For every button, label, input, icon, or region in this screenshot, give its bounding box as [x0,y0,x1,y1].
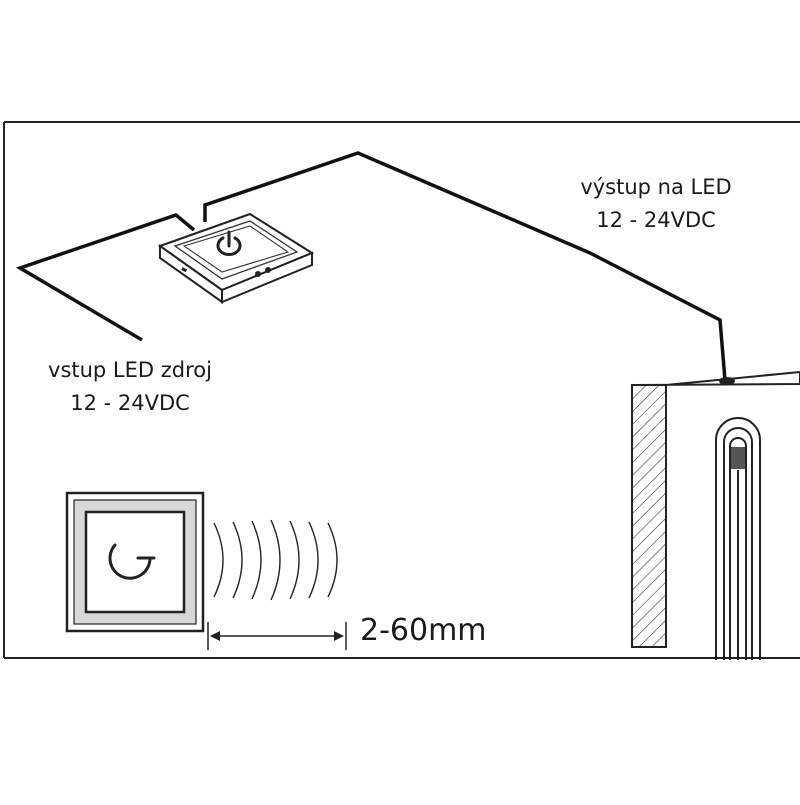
power-icon [216,230,242,256]
signal-wave-arc [251,520,262,600]
wall [631,370,800,648]
room-frame [3,121,800,659]
output-label-line2: 12 - 24VDC [596,208,716,232]
signal-wave-arc [327,522,338,598]
signal-wave-arc [308,521,319,599]
signal-wave-arc [289,520,300,600]
double-arrow-icon [207,622,347,650]
power-icon [108,543,156,580]
controller-box [157,212,315,304]
wire-entry-point [719,377,735,385]
input-label-line1: vstup LED zdroj [48,358,212,382]
output-wire [203,151,727,381]
output-label-line1: výstup na LED [580,175,731,199]
signal-waves-icon [213,519,338,601]
distance-label: 2-60mm [360,613,487,648]
sensor-switch [65,491,205,633]
input-label-line2: 12 - 24VDC [70,391,190,415]
led-strip [715,417,761,660]
input-wire [15,213,196,342]
signal-wave-arc [232,521,243,599]
signal-wave-arc [213,522,224,598]
signal-wave-arc [270,519,281,601]
